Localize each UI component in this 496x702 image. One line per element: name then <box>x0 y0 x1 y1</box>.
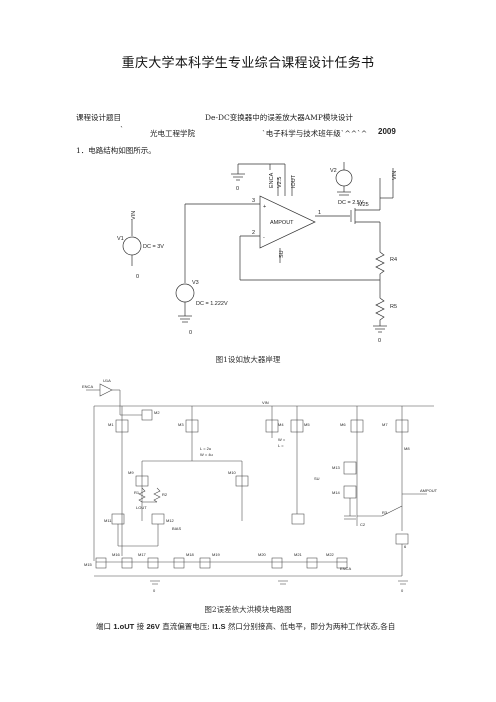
para-pre: 端口 <box>96 622 111 631</box>
fig2-u1a: U1A <box>103 378 111 383</box>
fig2-lout: LOUT <box>136 505 147 510</box>
para-post: 然口分别接高、低电平，即分为两种工作状态,各自 <box>227 622 396 631</box>
fig1-enca: ENCA <box>269 172 275 188</box>
fig2-m14: M14 <box>332 490 341 495</box>
fig2-m3: M3 <box>178 422 184 427</box>
fig2-m13: M13 <box>332 465 341 470</box>
fig1-iout: IOUT <box>291 174 297 188</box>
fig2-ampout: AMPOUT <box>420 488 438 493</box>
course-topic-label: 课程设计题目 <box>76 113 121 122</box>
fig2-gnd: 0 <box>153 588 156 593</box>
fig2-su: SU <box>314 476 320 481</box>
fig2-m17: M17 <box>138 552 147 557</box>
fig2-zero: 0 <box>401 588 404 593</box>
para-port: 1.oUT <box>113 622 135 631</box>
fig2-m12: M12 <box>166 518 175 523</box>
fig1-v3: V3 <box>192 280 199 286</box>
fig1-v25: V2.5 <box>277 177 283 188</box>
fig1-v2: V2 <box>330 168 337 174</box>
fig1-gnd-top: 0 <box>236 186 239 192</box>
fig1-gnd-r5: 0 <box>378 338 381 344</box>
para-mid1: 接 <box>136 622 145 631</box>
fig1-m25: M25 <box>358 202 369 208</box>
fig1-plus: + <box>263 204 266 210</box>
figure-1-circuit: 0 ENCA V2.5 IOUT V2 DC = 2.5V VIN M25 3 … <box>117 162 398 344</box>
fig1-dc25: DC = 2.5V <box>338 200 364 206</box>
fig2-enca2: ENCA <box>340 566 351 571</box>
section-1-heading: 1．电路结构如图所示。 <box>76 146 156 155</box>
fig2-m9: M9 <box>128 470 134 475</box>
fig1-dc3: DC = 3V <box>143 244 164 250</box>
fig1-pin1: 1 <box>318 210 321 216</box>
fig2-m16: M16 <box>112 552 121 557</box>
fig2-m22: M22 <box>326 552 335 557</box>
fig2-note4: L = <box>278 443 284 448</box>
fig2-vin: VIN <box>262 400 269 405</box>
fig2-m1: M1 <box>108 422 114 427</box>
fig2-bias: BIAS <box>172 526 181 531</box>
fig2-m18: M18 <box>186 552 195 557</box>
figure-2-caption: 图2误差依大洪模块电路图 <box>204 605 292 614</box>
figure-1-caption: 图1设如放大器岸理 <box>215 355 281 364</box>
fig1-minus: - <box>263 235 265 241</box>
fig2-m5: M5 <box>304 422 310 427</box>
fig1-vin-left: VIN <box>131 211 137 220</box>
para-port2: I1.S <box>212 622 226 631</box>
fig2-m4: M4 <box>278 422 284 427</box>
fig2-r1: R1 <box>134 490 140 495</box>
year: 2009 <box>378 127 396 136</box>
college-name: 光电工程学院 <box>150 129 195 138</box>
fig2-m2: M2 <box>154 410 160 415</box>
fig1-dc1222: DC = 1.222V <box>196 301 228 307</box>
fig1-r5: R5 <box>390 304 397 310</box>
fig1-su: SU <box>279 250 285 258</box>
fig1-gnd-v3: 0 <box>189 330 192 336</box>
line2-tick: ` <box>120 125 124 134</box>
fig2-c2: C2 <box>360 522 366 527</box>
fig1-vin-top: VIN <box>392 171 398 180</box>
fig1-v1: V1 <box>117 236 124 242</box>
document-title: 重庆大学本科学生专业综合课程设计任务书 <box>121 56 375 71</box>
fig2-m11: M11 <box>104 518 112 523</box>
para-mid2: 直流偏置电压; <box>162 622 210 631</box>
fig1-gnd-v1: 0 <box>136 274 139 280</box>
fig2-note3: W = <box>278 437 286 442</box>
para-voltage: 26V <box>146 622 160 631</box>
fig2-m7: M7 <box>382 422 388 427</box>
fig2-enca: ENCA <box>82 384 93 389</box>
fig2-m15: M15 <box>84 562 93 567</box>
fig2-six: 6 <box>404 544 407 549</box>
body-paragraph: 端口 1.oUT 接 26V 直流偏置电压; I1.S 然口分别接高、低电平，即… <box>96 621 395 632</box>
fig2-m21: M21 <box>294 552 303 557</box>
class-grade: `电子科学与技术班年级`^^`^ <box>262 129 368 138</box>
fig2-r2: R2 <box>162 492 168 497</box>
fig2-m20: M20 <box>258 552 267 557</box>
fig1-pin2: 2 <box>252 230 255 236</box>
fig2-m10: M10 <box>228 470 237 475</box>
fig2-m8: M8 <box>404 446 410 451</box>
fig2-m6: M6 <box>340 422 346 427</box>
fig1-pin3: 3 <box>252 198 255 204</box>
fig1-r4: R4 <box>390 257 397 263</box>
fig1-ampout: AMPOUT <box>270 220 294 226</box>
figure-2-circuit: ENCA U1A VIN M2 M1 M3 M4 M5 M6 M7 M8 L =… <box>82 378 438 593</box>
fig2-note1: L = 2u <box>200 446 211 451</box>
fig2-r3: R3 <box>382 510 388 515</box>
fig2-note2: W = 4u <box>200 452 213 457</box>
course-topic-value: De-DC变换器中的误差放大器AMP模块设计 <box>205 113 353 122</box>
fig2-m19: M19 <box>212 552 221 557</box>
